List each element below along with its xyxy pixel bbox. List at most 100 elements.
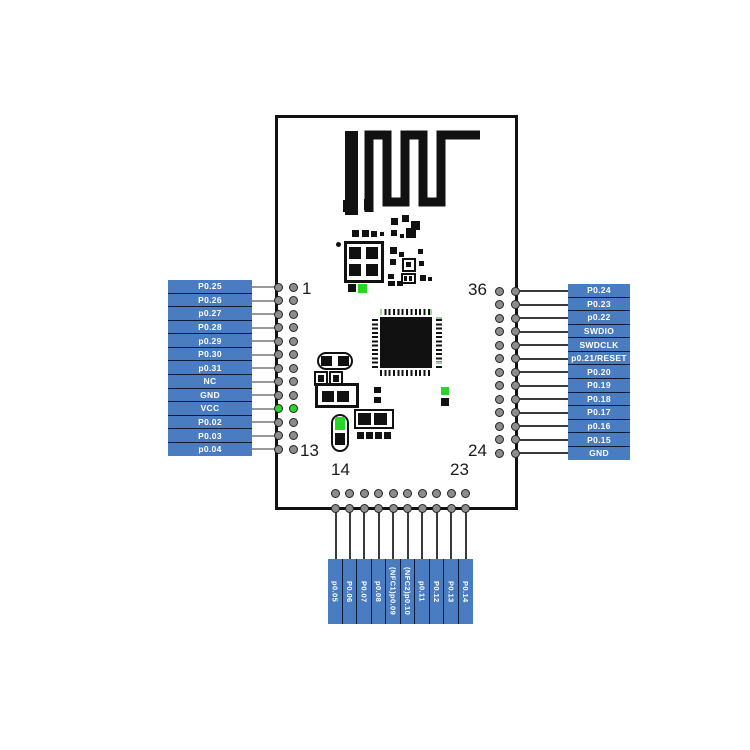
passive-component: [406, 262, 411, 267]
component-outline: [401, 273, 416, 284]
connector-line: [520, 330, 568, 333]
solder-pad: [289, 417, 298, 427]
solder-pad: [274, 363, 283, 373]
pin-label: SWDIO: [568, 325, 630, 339]
passive-component: [428, 277, 432, 281]
connector-line: [252, 353, 274, 356]
solder-pad: [495, 394, 504, 404]
connector-line: [363, 510, 366, 559]
solder-pad: [495, 327, 504, 336]
connector-line: [421, 510, 424, 559]
connector-line: [520, 290, 568, 292]
connector-line: [252, 407, 274, 410]
ic-leads-right: [436, 317, 442, 368]
solder-pad: [274, 309, 283, 319]
solder-pad: [274, 431, 283, 440]
connector-line: [520, 452, 568, 454]
pin-label-vertical: P0.13: [444, 559, 459, 624]
solder-pad: [511, 394, 520, 404]
pin-label: p0.21/RESET: [568, 352, 630, 366]
solder-pad: [446, 503, 456, 513]
passive-component: [348, 284, 356, 292]
connector-line: [252, 434, 274, 437]
pin-number-1: 1: [302, 279, 312, 298]
passive-component: [406, 228, 416, 238]
solder-pad: [495, 286, 504, 296]
solder-pad: [511, 381, 520, 390]
connector-line: [252, 286, 274, 288]
passive-component: [411, 221, 420, 230]
solder-pad: [495, 408, 504, 417]
connector-line: [520, 357, 568, 360]
solder-pad: [511, 313, 520, 323]
solder-pad: [289, 323, 298, 332]
solder-pad: [495, 340, 504, 350]
solder-pad: [511, 448, 520, 458]
passive-component: [321, 356, 332, 366]
fiducial-dot: [336, 242, 341, 247]
solder-pad: [331, 488, 340, 498]
solder-pad: [345, 503, 355, 513]
pin-label-vertical: P0.12: [430, 559, 445, 624]
solder-pad: [374, 503, 384, 513]
solder-pad: [274, 323, 283, 332]
pin-label: p0.31: [168, 361, 252, 376]
solder-pad: [289, 296, 298, 305]
passive-component: [390, 259, 396, 265]
solder-pad: [495, 381, 504, 390]
connector-line: [450, 510, 453, 559]
pin-label-vertical: P0.07: [357, 559, 372, 624]
passive-component: [357, 432, 364, 439]
connector-line: [252, 448, 274, 450]
solder-pad: [511, 354, 520, 363]
passive-component: [404, 276, 407, 281]
connector-line: [334, 510, 337, 559]
connector-line: [520, 438, 568, 441]
pin-label-vertical: p0.08: [372, 559, 387, 624]
passive-component: [333, 375, 339, 382]
pin-label: P0.03: [168, 429, 252, 443]
solder-pad: [289, 390, 298, 400]
pin-label: p0.27: [168, 307, 252, 321]
solder-pad: [289, 377, 298, 386]
green-component: [441, 387, 449, 395]
pin-number-13: 13: [300, 441, 319, 460]
solder-pad: [289, 309, 298, 319]
pin-label-vertical: (NFC1)p0.09: [386, 559, 401, 624]
passive-component: [366, 264, 378, 276]
solder-pad: [495, 448, 504, 458]
pin-label: P0.28: [168, 321, 252, 335]
pcb-antenna-icon: [345, 130, 480, 215]
connector-line: [406, 510, 409, 559]
passive-component: [366, 247, 378, 259]
pin-label: GND: [589, 448, 609, 459]
solder-pad: [495, 435, 504, 444]
solder-pad: [432, 503, 442, 513]
pin-label-vertical: (NFC2)p0.10: [401, 559, 416, 624]
pin-label-vertical: p0.05: [328, 559, 343, 624]
solder-pad: [274, 296, 283, 305]
solder-pad: [417, 488, 427, 498]
passive-component: [338, 356, 349, 366]
solder-pad: [511, 286, 520, 296]
solder-pad: [495, 421, 504, 431]
passive-component: [388, 281, 395, 286]
solder-pad: [274, 444, 283, 454]
solder-pad: [274, 377, 283, 386]
solder-pad: [289, 282, 298, 292]
passive-component: [375, 432, 382, 439]
solder-pad: [274, 390, 283, 400]
solder-pad: [446, 488, 456, 498]
passive-component: [441, 398, 449, 406]
solder-pad: [495, 354, 504, 363]
solder-pad: [432, 488, 442, 498]
connector-line: [520, 303, 568, 306]
passive-component: [335, 433, 345, 445]
passive-component: [349, 264, 361, 276]
passive-component: [343, 200, 355, 212]
connector-line: [520, 344, 568, 346]
solder-pad: [495, 313, 504, 323]
pin-label: P0.25: [168, 280, 252, 294]
pin-label: P0.18: [568, 393, 630, 407]
